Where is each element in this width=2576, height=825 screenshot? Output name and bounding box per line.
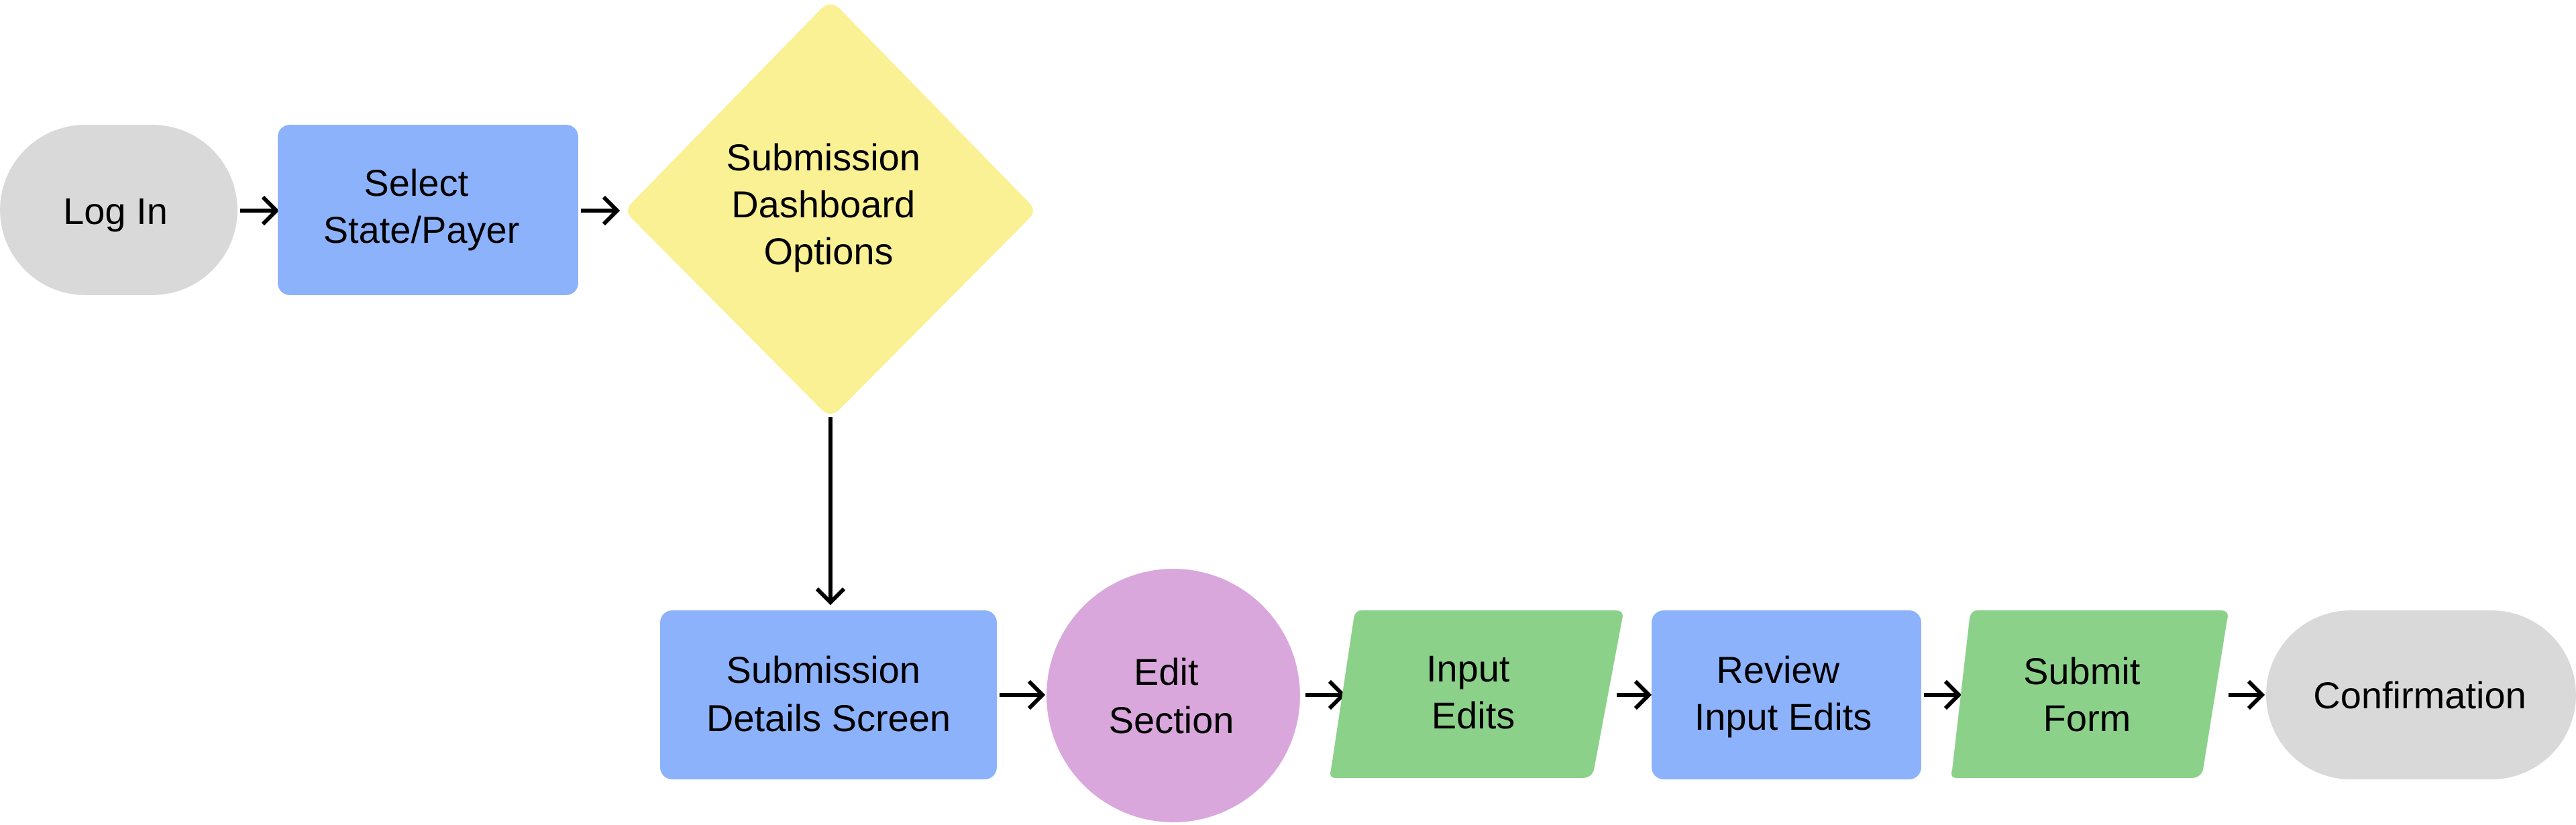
node-label-line: Submission <box>726 136 920 178</box>
decision-shape <box>628 4 1033 414</box>
node-label-line: Review <box>1716 649 1839 691</box>
node-label-line: State/Payer <box>323 209 520 251</box>
node-confirmation: Confirmation <box>2266 610 2576 779</box>
edge-submission-details-screen-to-edit-section <box>1000 679 1046 710</box>
node-label-line: Edit <box>1134 651 1199 693</box>
process-shape <box>660 610 997 779</box>
node-select-state-payer: Select State/Payer <box>278 125 578 295</box>
process-shape <box>278 125 578 295</box>
edge-select-state-payer-to-submission-dashboard-options <box>581 195 621 226</box>
node-label-line: Submit <box>2023 650 2141 692</box>
node-label: Input Edits <box>1426 647 1520 736</box>
node-label-line: Confirmation <box>2313 674 2526 716</box>
edge-input-edits-to-review-input-edits <box>1617 679 1652 710</box>
node-label-line: Select <box>364 162 468 204</box>
terminal-shape <box>2266 610 2576 779</box>
node-submission-details-screen: Submission Details Screen <box>660 610 997 779</box>
edge-log-in-to-select-state-payer <box>240 195 280 226</box>
edge-edit-section-to-input-edits <box>1305 679 1346 710</box>
node-label: Select State/Payer <box>323 162 520 251</box>
node-label: Submission Dashboard Options <box>726 136 930 272</box>
node-label-line: Edits <box>1432 694 1515 736</box>
node-label-line: Form <box>2043 697 2131 739</box>
terminal-shape <box>0 125 237 295</box>
connectors <box>240 195 2265 710</box>
node-review-input-edits: Review Input Edits <box>1652 610 1921 779</box>
node-label: Confirmation <box>2313 674 2526 716</box>
node-label-line: Input Edits <box>1695 696 1872 738</box>
node-label: Submission Details Screen <box>706 649 951 739</box>
node-label-line: Section <box>1109 699 1234 741</box>
edge-submission-dashboard-options-to-submission-details-screen <box>815 417 846 606</box>
edge-submit-form-to-confirmation <box>2229 679 2265 710</box>
node-label-line: Submission <box>726 649 920 691</box>
section-shape <box>1046 569 1300 822</box>
process-shape <box>1652 610 1921 779</box>
node-label: Review Input Edits <box>1695 649 1872 738</box>
node-input-edits: Input Edits <box>1330 610 1623 778</box>
edge-review-input-edits-to-submit-form <box>1924 679 1962 710</box>
node-label-line: Log In <box>63 190 168 232</box>
node-submission-dashboard-options: Submission Dashboard Options <box>628 4 1033 414</box>
node-label: Submit Form <box>2023 650 2151 739</box>
node-label-line: Input <box>1426 647 1510 690</box>
node-log-in: Log In <box>0 125 237 295</box>
input-shape <box>1951 610 2228 778</box>
node-label-line: Dashboard <box>731 183 915 225</box>
node-label-line: Options <box>764 230 894 272</box>
input-shape <box>1330 610 1623 778</box>
node-label-line: Details Screen <box>706 697 951 739</box>
node-submit-form: Submit Form <box>1951 610 2228 778</box>
node-label: Log In <box>63 190 168 232</box>
node-label: Edit Section <box>1109 651 1234 741</box>
node-edit-section: Edit Section <box>1046 569 1300 822</box>
